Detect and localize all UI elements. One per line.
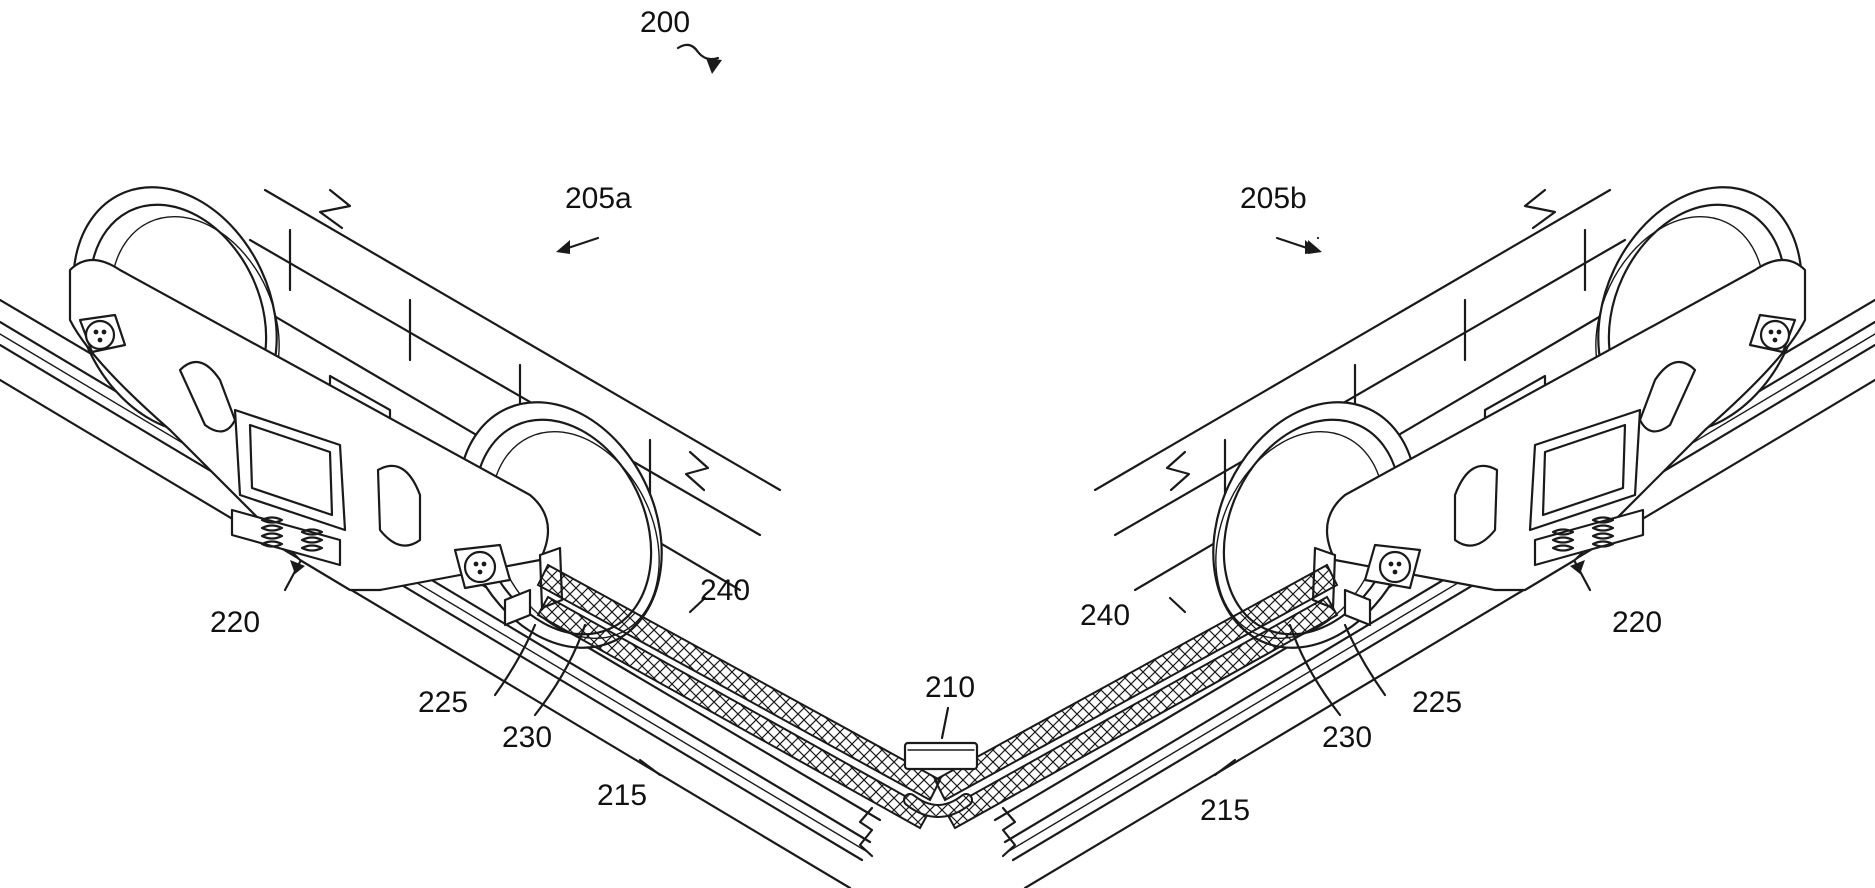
- ref-230-right: 230: [1322, 721, 1372, 754]
- leader-200: [678, 45, 718, 59]
- ref-230-left: 230: [502, 721, 552, 754]
- leader-215-left: [640, 760, 660, 775]
- ref-205b: 205b: [1240, 182, 1307, 215]
- ref-200: 200: [640, 6, 690, 39]
- ref-225-right: 225: [1412, 686, 1462, 719]
- ref-220-right: 220: [1612, 606, 1662, 639]
- ref-225-left: 225: [418, 686, 468, 719]
- ref-215-left: 215: [597, 779, 647, 812]
- leader-215-right: [1215, 760, 1235, 775]
- ref-220-left: 220: [210, 606, 260, 639]
- cable-vertex: [910, 800, 966, 811]
- leader-210: [942, 708, 948, 738]
- bogie-205b: [935, 154, 1875, 888]
- leader-240-right: [1170, 598, 1185, 612]
- bogie-205a: [0, 154, 940, 888]
- connector-210: [905, 743, 977, 769]
- ref-205a: 205a: [565, 182, 632, 215]
- ref-215-right: 215: [1200, 794, 1250, 827]
- ref-240-right: 240: [1080, 599, 1130, 632]
- ref-240-left: 240: [700, 574, 750, 607]
- ref-210: 210: [925, 671, 975, 704]
